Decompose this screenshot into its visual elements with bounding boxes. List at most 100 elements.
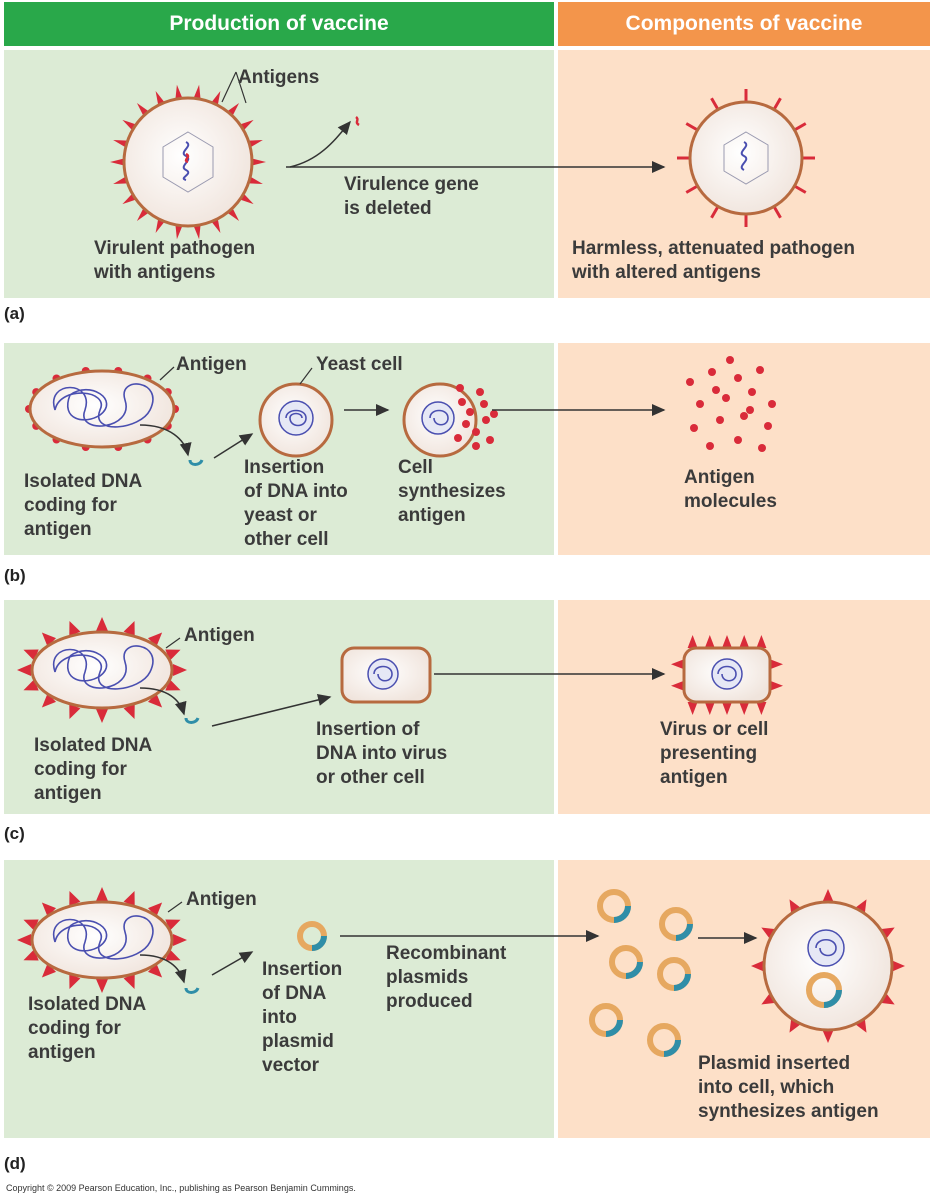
antigen-spike xyxy=(147,902,163,917)
panel-tag-b: (b) xyxy=(4,566,26,585)
antigen-spike xyxy=(96,979,108,993)
antigen-spike xyxy=(879,927,895,940)
antigen-spike xyxy=(123,973,135,989)
antigen-spike xyxy=(69,703,81,719)
antigen-spike xyxy=(671,680,684,691)
antigen-spike xyxy=(147,963,163,978)
antigen-dot xyxy=(480,400,488,408)
antigen-spike xyxy=(722,635,732,648)
plasmid-insert xyxy=(625,961,643,979)
antigen-molecule xyxy=(756,366,764,374)
antigen-spike xyxy=(739,702,750,715)
antigen-spike xyxy=(854,899,867,915)
antigen-spike xyxy=(41,632,57,647)
antigen-spike xyxy=(687,702,698,715)
antigen-spike xyxy=(147,693,163,708)
antigen-molecule xyxy=(708,368,716,376)
antigen-dot xyxy=(462,420,470,428)
antigen-spike xyxy=(704,635,715,648)
bacterium-c xyxy=(17,617,187,723)
antigen-molecule xyxy=(740,412,748,420)
antigen-dot xyxy=(458,398,466,406)
antigen-molecule xyxy=(726,356,734,364)
antigen-molecules-cluster xyxy=(686,356,776,452)
antigen-dot xyxy=(466,408,474,416)
antigen-spike xyxy=(96,887,108,901)
antigen-spike xyxy=(123,891,135,907)
plasmid-insert xyxy=(605,1019,623,1037)
antigen-molecule xyxy=(690,424,698,432)
antigen-spike xyxy=(96,617,108,631)
antigen-spike xyxy=(41,902,57,917)
antigen-spike xyxy=(147,632,163,647)
antigen-spike xyxy=(173,934,187,946)
plasmid-insert xyxy=(823,989,842,1008)
antigen-dot xyxy=(456,384,464,392)
antigen-molecule xyxy=(748,388,756,396)
antigen-dot xyxy=(482,416,490,424)
label-antigens-a: Antigens xyxy=(238,67,320,88)
plasmid-vector xyxy=(297,921,327,951)
antigen-presenting-cell xyxy=(671,635,783,715)
antigen-spike xyxy=(110,158,126,166)
antigen-dot xyxy=(476,388,484,396)
panel-a-production xyxy=(4,50,554,298)
virulent-pathogen-cell xyxy=(110,84,266,240)
antigen-spike xyxy=(704,702,715,715)
antigen-spike xyxy=(756,702,767,715)
recombinant-plasmids-cluster xyxy=(589,889,693,1057)
antigen-spike xyxy=(770,659,783,670)
antigen-spike xyxy=(822,889,834,903)
antigen-molecule xyxy=(712,386,720,394)
dna-fragment-c xyxy=(184,717,200,724)
antigen-synthesizing-cell xyxy=(402,382,498,458)
antigen-spike xyxy=(770,680,783,691)
antigen-spike xyxy=(69,891,81,907)
antigen-spike xyxy=(722,702,732,715)
antigen-spike xyxy=(250,158,266,166)
antigen-spike xyxy=(69,973,81,989)
panel-tag-a: (a) xyxy=(4,304,25,323)
antigen-molecule xyxy=(768,400,776,408)
antigen-spike xyxy=(761,992,777,1005)
antigen-spike xyxy=(891,960,905,972)
plasmid-host-cell xyxy=(751,889,905,1043)
panel-tag-c: (c) xyxy=(4,824,25,843)
antigen-dot xyxy=(490,410,498,418)
antigen-molecule xyxy=(716,416,724,424)
label-yeast-cell: Yeast cell xyxy=(316,354,403,375)
dna-fragment-d xyxy=(184,987,200,994)
antigen-spike xyxy=(822,1029,834,1043)
antigen-dot xyxy=(486,436,494,444)
antigen-molecule xyxy=(758,444,766,452)
antigen-spike xyxy=(96,709,108,723)
antigen-spike xyxy=(671,659,684,670)
antigen-spike xyxy=(69,621,81,637)
antigen-molecule xyxy=(706,442,714,450)
antigen-spike xyxy=(173,664,187,676)
plasmid-insert xyxy=(673,973,691,991)
antigen-spike xyxy=(123,703,135,719)
panel-b-components xyxy=(558,343,930,555)
antigen-spike xyxy=(751,960,765,972)
plasmid-insert xyxy=(311,935,327,951)
label-antigen-d: Antigen xyxy=(186,889,257,910)
antigen-spike xyxy=(879,992,895,1005)
plasmid-insert xyxy=(613,905,631,923)
antigen-spike xyxy=(17,664,31,676)
antigen-spike xyxy=(123,621,135,637)
antigen-dot xyxy=(472,428,480,436)
antigen-spike xyxy=(739,635,750,648)
